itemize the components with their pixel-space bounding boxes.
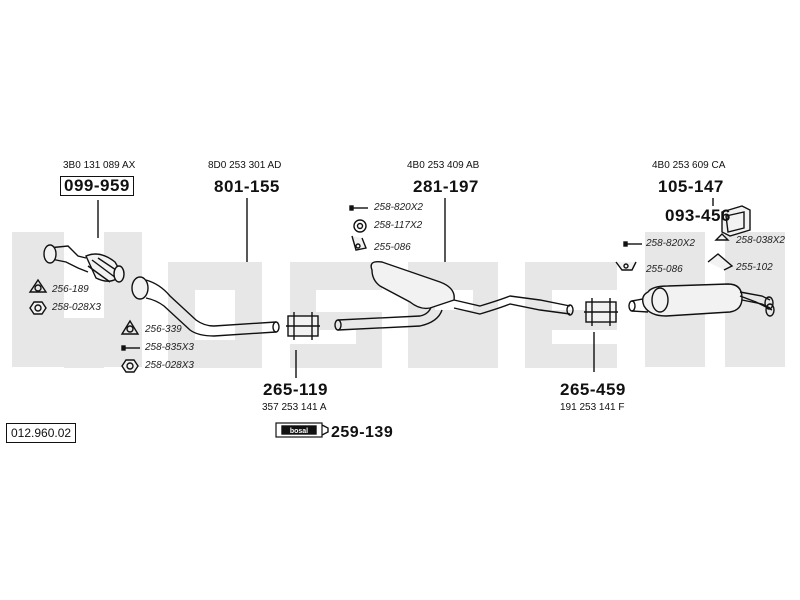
accessory-255-086-rear[interactable]: 255-086 <box>646 264 683 275</box>
clamp-rear-part-number[interactable]: 265-459 <box>560 380 626 399</box>
clamp-rear-oe-ref: 191 253 141 F <box>560 402 625 413</box>
centre-silencer-oe-ref: 4B0 253 409 AB <box>407 160 480 171</box>
accessory-258-820x2-rear[interactable]: 258-820X2 <box>646 238 695 249</box>
assembly-paste-part-number[interactable]: 259-139 <box>331 424 394 441</box>
hanger-icon <box>615 261 637 271</box>
middle-pipe <box>131 276 280 337</box>
centre-silencer <box>334 260 574 331</box>
rubber-mount-icon <box>721 205 751 237</box>
rear-silencer-oe-ref: 4B0 253 609 CA <box>652 160 726 171</box>
mount-part-number[interactable]: 093-456 <box>665 206 731 225</box>
front-pipe-oe-ref: 3B0 131 089 AX <box>63 160 136 171</box>
rear-silencer <box>628 283 775 317</box>
front-pipe-catalytic-converter <box>43 244 125 283</box>
clamp-rear-icon <box>584 298 618 326</box>
nut-icon <box>121 359 139 373</box>
gasket-icon <box>28 278 48 293</box>
middle-pipe-part-number[interactable]: 801-155 <box>214 177 280 196</box>
accessory-256-339[interactable]: 256-339 <box>145 324 182 335</box>
accessory-256-189[interactable]: 256-189 <box>52 284 89 295</box>
bolt-icon <box>121 345 140 351</box>
accessory-255-086[interactable]: 255-086 <box>374 242 411 253</box>
diagram-number: 012.960.02 <box>6 423 77 443</box>
accessory-258-028x3-lower[interactable]: 258-028X3 <box>145 360 194 371</box>
accessory-255-102[interactable]: 255-102 <box>736 262 773 273</box>
accessory-258-820x2[interactable]: 258-820X2 <box>374 202 423 213</box>
paste-tube-logo: bosal <box>290 428 308 435</box>
accessory-258-835x3[interactable]: 258-835X3 <box>145 342 194 353</box>
clamp-front-icon <box>286 312 320 340</box>
bolt-icon <box>623 241 642 247</box>
middle-pipe-oe-ref: 8D0 253 301 AD <box>208 160 282 171</box>
rear-silencer-part-number[interactable]: 105-147 <box>658 177 724 196</box>
front-pipe-part-number[interactable]: 099-959 <box>60 176 134 196</box>
accessory-258-028x3[interactable]: 258-028X3 <box>52 302 101 313</box>
clamp-front-oe-ref: 357 253 141 A <box>262 402 327 413</box>
paste-tube-icon <box>275 422 329 438</box>
hanger-icon <box>707 253 734 271</box>
washer-icon <box>353 219 367 233</box>
washer-icon <box>714 233 730 241</box>
accessory-258-117x2[interactable]: 258-117X2 <box>374 220 423 231</box>
accessory-258-038x2[interactable]: 258-038X2 <box>736 235 785 246</box>
bolt-icon <box>349 205 368 211</box>
nut-icon <box>29 301 47 315</box>
centre-silencer-part-number[interactable]: 281-197 <box>413 177 479 196</box>
hanger-icon <box>351 235 367 251</box>
gasket-icon <box>120 319 140 335</box>
clamp-front-part-number[interactable]: 265-119 <box>263 380 328 399</box>
